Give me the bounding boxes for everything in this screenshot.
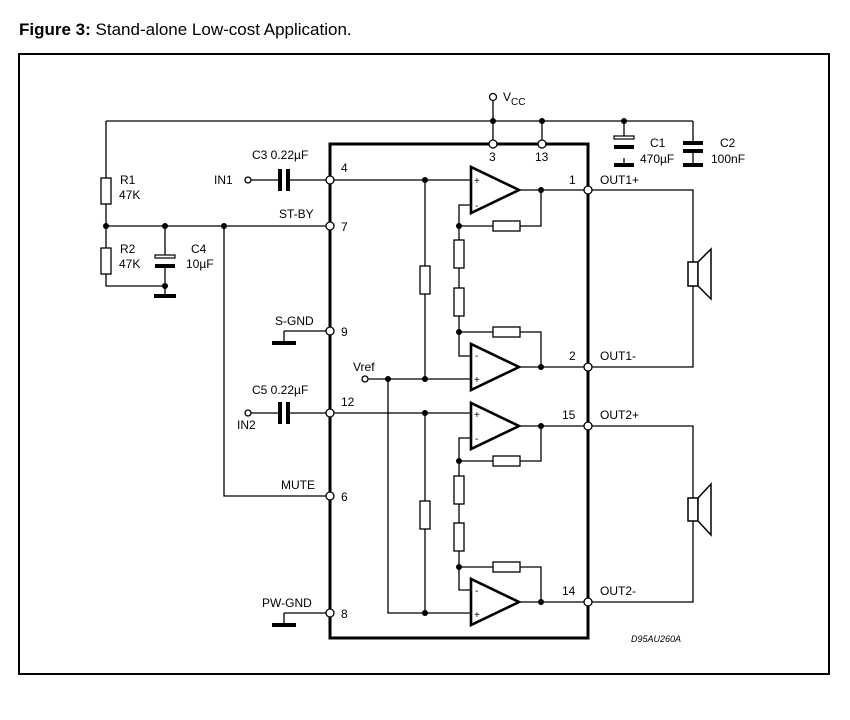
resistor-fb-3: [492, 455, 521, 467]
amp1-plus-sign: +: [474, 176, 480, 187]
out2p-label: OUT2+: [600, 408, 639, 422]
mute-label: MUTE: [281, 478, 315, 492]
resistor-amp1-b: [453, 287, 465, 317]
pin-13-label: 13: [535, 150, 549, 164]
pin-15-label: 15: [562, 408, 576, 422]
amp2-minus-sign: -: [475, 351, 478, 362]
pin-6-label: 6: [341, 490, 348, 504]
r2-value-label: 47K: [119, 257, 140, 271]
figure-title: Stand-alone Low-cost Application.: [95, 20, 352, 39]
resistor-r2: [100, 247, 112, 275]
sgnd-label: S-GND: [275, 314, 314, 328]
amplifier-1: [469, 164, 523, 216]
figure-number: Figure 3:: [19, 20, 91, 39]
resistor-fb-4: [492, 561, 521, 573]
pin-9-label: 9: [341, 325, 348, 339]
resistor-amp2-a: [453, 475, 465, 505]
capacitor-c2: [683, 141, 703, 167]
pin-12-label: 12: [341, 395, 355, 409]
out1p-label: OUT1+: [600, 173, 639, 187]
ic-package: [328, 142, 590, 640]
amplifier-3: [469, 400, 523, 452]
resistor-amp1-a: [453, 239, 465, 269]
out1m-label: OUT1-: [600, 349, 636, 363]
c3-label: C3 0.22µF: [252, 148, 308, 162]
c5-label: C5 0.22µF: [252, 383, 308, 397]
r1-name-label: R1: [120, 173, 136, 187]
amplifier-2: [469, 341, 523, 393]
c2-value-label: 100nF: [711, 152, 745, 166]
vcc-label: VCC: [503, 90, 525, 108]
pin-14-label: 14: [562, 584, 576, 598]
pin-8-label: 8: [341, 607, 348, 621]
in1-label: IN1: [214, 173, 233, 187]
resistor-vref-2: [419, 500, 431, 530]
amplifier-4: [469, 576, 523, 628]
r2-name-label: R2: [120, 242, 136, 256]
resistor-vref-1: [419, 265, 431, 295]
c1-name-label: C1: [650, 136, 666, 150]
capacitor-c5: [278, 402, 290, 424]
pin-4-label: 4: [341, 161, 348, 175]
resistor-fb-1: [492, 220, 521, 232]
c2-name-label: C2: [720, 136, 736, 150]
resistor-fb-2: [492, 326, 521, 338]
junction-dots: [103, 118, 627, 616]
amp2-plus-sign: +: [474, 375, 480, 386]
capacitor-c3: [278, 169, 290, 191]
pwgnd-label: PW-GND: [262, 596, 312, 610]
figure-caption: Figure 3: Stand-alone Low-cost Applicati…: [19, 20, 352, 40]
pin-3-label: 3: [489, 150, 496, 164]
c4-name-label: C4: [191, 242, 207, 256]
resistor-r1: [100, 177, 112, 205]
pin-7-label: 7: [341, 220, 348, 234]
vref-label: Vref: [353, 360, 375, 374]
speaker-2-icon: [687, 482, 712, 537]
amp4-plus-sign: +: [474, 610, 480, 621]
amp4-minus-sign: -: [475, 586, 478, 597]
drawing-code: D95AU260A: [631, 634, 681, 644]
in2-label: IN2: [237, 418, 256, 432]
out2m-label: OUT2-: [600, 584, 636, 598]
c4-value-label: 10µF: [186, 257, 214, 271]
r1-value-label: 47K: [119, 188, 140, 202]
resistor-amp2-b: [453, 522, 465, 552]
capacitor-c1: [613, 135, 635, 167]
capacitor-c4: [154, 254, 176, 268]
stby-label: ST-BY: [279, 207, 314, 221]
amp3-minus-sign: -: [475, 434, 478, 445]
amp3-plus-sign: +: [474, 410, 480, 421]
speaker-1-icon: [687, 247, 712, 301]
pin-2-label: 2: [569, 349, 576, 363]
pin-terminals: [244, 92, 593, 618]
c1-value-label: 470µF: [640, 152, 674, 166]
pin-1-label: 1: [569, 173, 576, 187]
diagram-frame: [18, 53, 830, 675]
amp1-minus-sign: -: [475, 201, 478, 212]
